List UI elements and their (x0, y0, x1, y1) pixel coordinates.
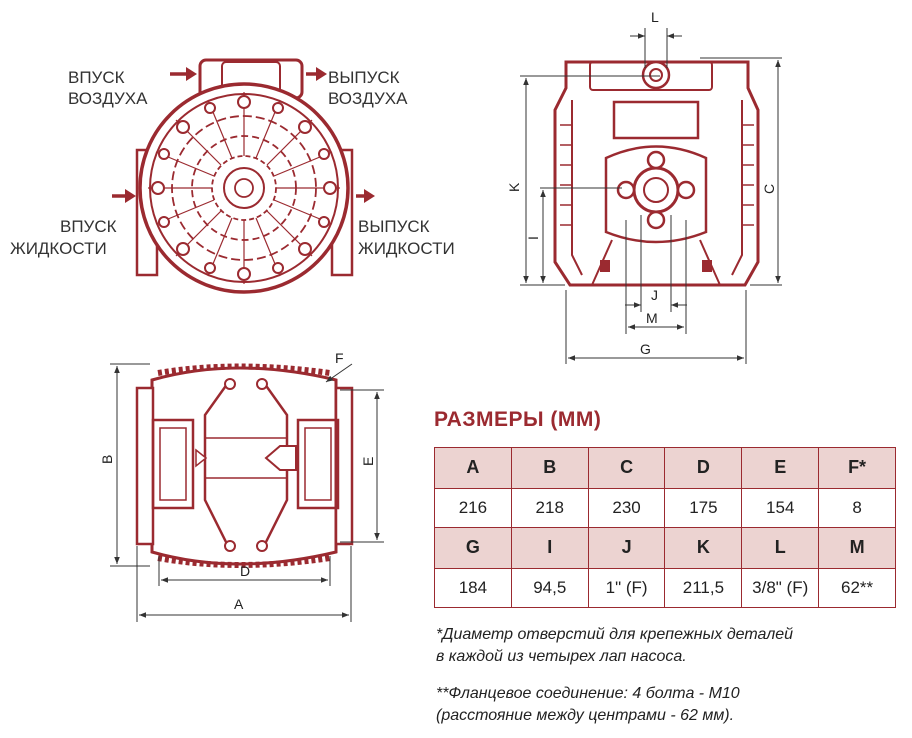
table-header-cell: L (741, 526, 820, 569)
fluid-inlet-label-2: ЖИДКОСТИ (10, 239, 107, 258)
table-cell: 1" (F) (587, 567, 666, 609)
table-header-cell: G (434, 526, 512, 569)
top-view (135, 363, 354, 568)
fluid-outlet-label-2: ЖИДКОСТИ (358, 239, 455, 258)
table-header-cell: K (664, 526, 743, 569)
dim-f: F (335, 350, 344, 366)
footnote-line: в каждой из четырех лап насоса. (436, 648, 687, 665)
dim-a: A (234, 596, 244, 612)
dim-d: D (240, 563, 250, 579)
footnote-mounting-holes: *Диаметр отверстий для крепежных деталей… (436, 624, 793, 668)
dimensions-title: РАЗМЕРЫ (ММ) (434, 408, 602, 431)
table-header-cell: J (587, 526, 666, 569)
dim-k: K (506, 182, 522, 192)
top-view-dimensions (110, 363, 384, 622)
dim-g: G (640, 341, 651, 357)
table-header-cell: E (741, 447, 820, 489)
table-cell: 94,5 (510, 567, 589, 609)
air-inlet-label-2: ВОЗДУХА (68, 89, 148, 108)
table-cell: 218 (510, 487, 589, 528)
footnote-line: (расстояние между центрами - 62 мм). (436, 707, 735, 724)
dim-l: L (651, 9, 659, 25)
table-header-cell: C (587, 447, 666, 489)
dimensions-table: A B C D E F* 216 218 230 175 154 8 G I J… (434, 447, 896, 609)
side-view (553, 60, 760, 287)
table-cell: 154 (741, 487, 820, 528)
air-inlet-label-1: ВПУСК (68, 68, 125, 87)
dim-c: C (761, 184, 777, 194)
table-header-cell: F* (818, 447, 896, 489)
table-cell: 62** (818, 567, 896, 609)
table-row: 184 94,5 1" (F) 211,5 3/8" (F) 62** (434, 567, 896, 609)
fluid-inlet-label-1: ВПУСК (60, 217, 117, 236)
dim-b: B (99, 455, 115, 464)
table-header-cell: I (510, 526, 589, 569)
table-cell: 184 (434, 567, 512, 609)
table-header-row: A B C D E F* (434, 447, 896, 489)
table-cell: 8 (818, 487, 896, 528)
air-outlet-label-1: ВЫПУСК (328, 68, 400, 87)
table-header-cell: A (434, 447, 512, 489)
front-view (112, 58, 375, 294)
table-header-cell: M (818, 526, 896, 569)
table-cell: 230 (587, 487, 666, 528)
table-header-cell: B (510, 447, 589, 489)
table-header-cell: D (664, 447, 743, 489)
table-cell: 211,5 (664, 567, 743, 609)
air-outlet-label-2: ВОЗДУХА (328, 89, 408, 108)
footnote-flange: **Фланцевое соединение: 4 болта - M10 (р… (436, 683, 740, 727)
fluid-outlet-label-1: ВЫПУСК (358, 217, 430, 236)
table-row: 216 218 230 175 154 8 (434, 487, 896, 528)
table-cell: 175 (664, 487, 743, 528)
side-view-dimensions (520, 28, 782, 364)
footnote-line: **Фланцевое соединение: 4 болта - M10 (436, 685, 740, 702)
dim-j: J (651, 287, 658, 303)
table-cell: 3/8" (F) (741, 567, 820, 609)
dim-i: I (525, 236, 541, 240)
dim-e: E (360, 457, 376, 466)
table-header-row: G I J K L M (434, 526, 896, 569)
dim-m: M (646, 310, 658, 326)
footnote-line: *Диаметр отверстий для крепежных деталей (436, 626, 794, 643)
table-cell: 216 (434, 487, 512, 528)
